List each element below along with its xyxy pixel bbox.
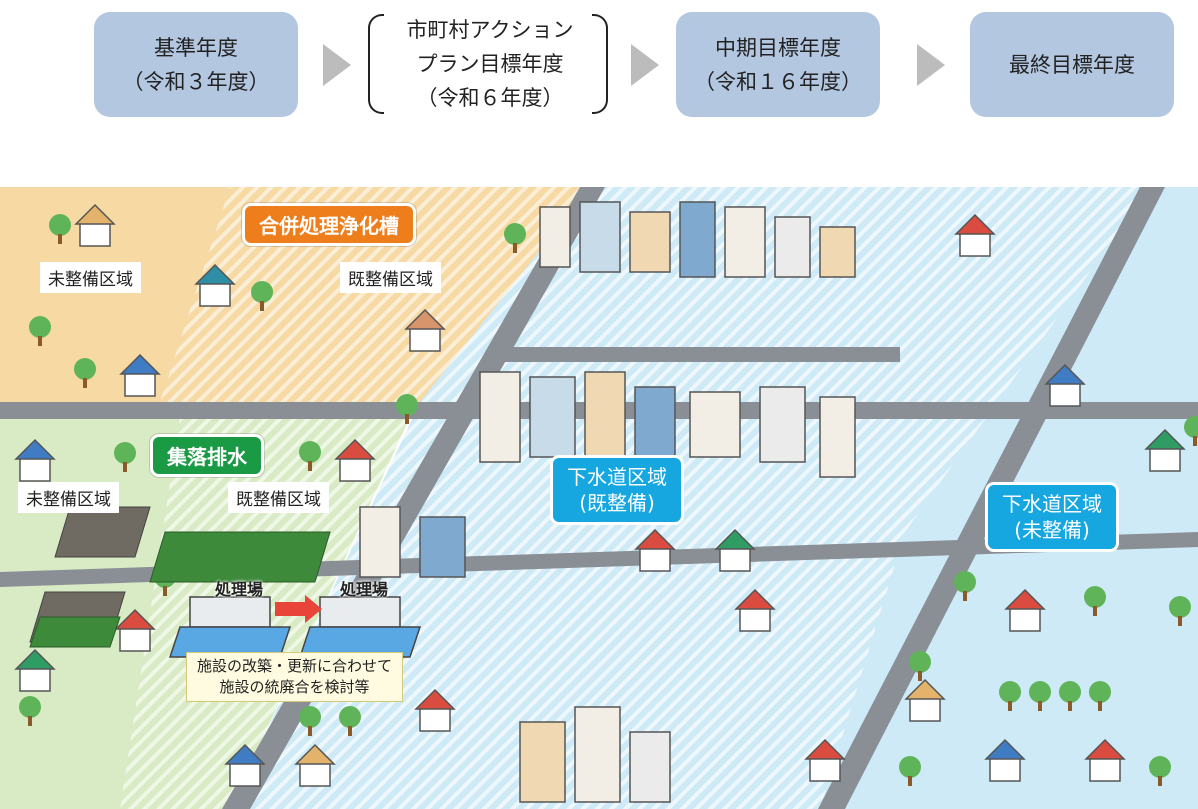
step-action-plan-year: 市町村アクション プラン目標年度 （令和６年度） — [370, 10, 610, 118]
plant-old-label: 処理場 — [215, 580, 264, 599]
step-final-year: 最終目標年度 — [970, 12, 1174, 117]
step-base-year-title: 基準年度 — [154, 35, 238, 60]
step-midterm-year: 中期目標年度 （令和１６年度） — [676, 12, 880, 117]
village-undeveloped-label: 未整備区域 — [18, 482, 119, 513]
timeline-arrow-icon — [917, 44, 945, 86]
septic-zone-title: 合併処理浄化槽 — [242, 203, 416, 246]
plant-new-building — [319, 596, 401, 628]
village-zone-title: 集落排水 — [150, 434, 264, 477]
city-buildings — [359, 201, 856, 803]
sewer-undeveloped-line2: (未整備) — [1014, 518, 1090, 542]
consolidation-arrow-icon — [275, 595, 322, 623]
step-action-plan-title1: 市町村アクション — [406, 18, 574, 42]
consolidation-note-line2: 施設の統廃合を検討等 — [219, 678, 370, 696]
farm-fields — [29, 506, 331, 648]
consolidation-note: 施設の改築・更新に合わせて 施設の統廃合を検討等 — [186, 652, 404, 702]
step-action-plan-title2: プラン目標年度 — [416, 52, 564, 76]
step-midterm-sub: （令和１６年度） — [694, 69, 862, 94]
sewer-undeveloped-line1: 下水道区域 — [1002, 492, 1102, 516]
treatment-plants — [168, 595, 422, 658]
step-base-year-sub: （令和３年度） — [122, 69, 270, 94]
trees — [19, 214, 1198, 786]
sewer-developed-line2: (既整備) — [579, 491, 655, 515]
step-action-plan-sub: （令和６年度） — [416, 86, 564, 110]
left-bracket — [368, 14, 384, 114]
timeline-arrow-icon — [323, 44, 351, 86]
step-base-year: 基準年度 （令和３年度） — [94, 12, 298, 117]
plant-old-building — [189, 596, 271, 628]
plant-new-label: 処理場 — [340, 580, 389, 599]
village-developed-label: 既整備区域 — [228, 482, 329, 513]
step-final-title: 最終目標年度 — [1009, 52, 1135, 77]
septic-undeveloped-label: 未整備区域 — [40, 262, 141, 293]
plant-new-tanks — [298, 626, 422, 658]
houses — [14, 203, 1186, 787]
road-city — [500, 347, 900, 362]
sewer-developed-line1: 下水道区域 — [567, 465, 667, 489]
consolidation-note-line1: 施設の改築・更新に合わせて — [197, 657, 393, 675]
timeline-arrow-icon — [631, 44, 659, 86]
sewer-undeveloped-label: 下水道区域 (未整備) — [985, 482, 1119, 552]
sewer-developed-label: 下水道区域 (既整備) — [550, 455, 684, 525]
septic-developed-label: 既整備区域 — [340, 262, 441, 293]
step-midterm-title: 中期目標年度 — [715, 35, 841, 60]
